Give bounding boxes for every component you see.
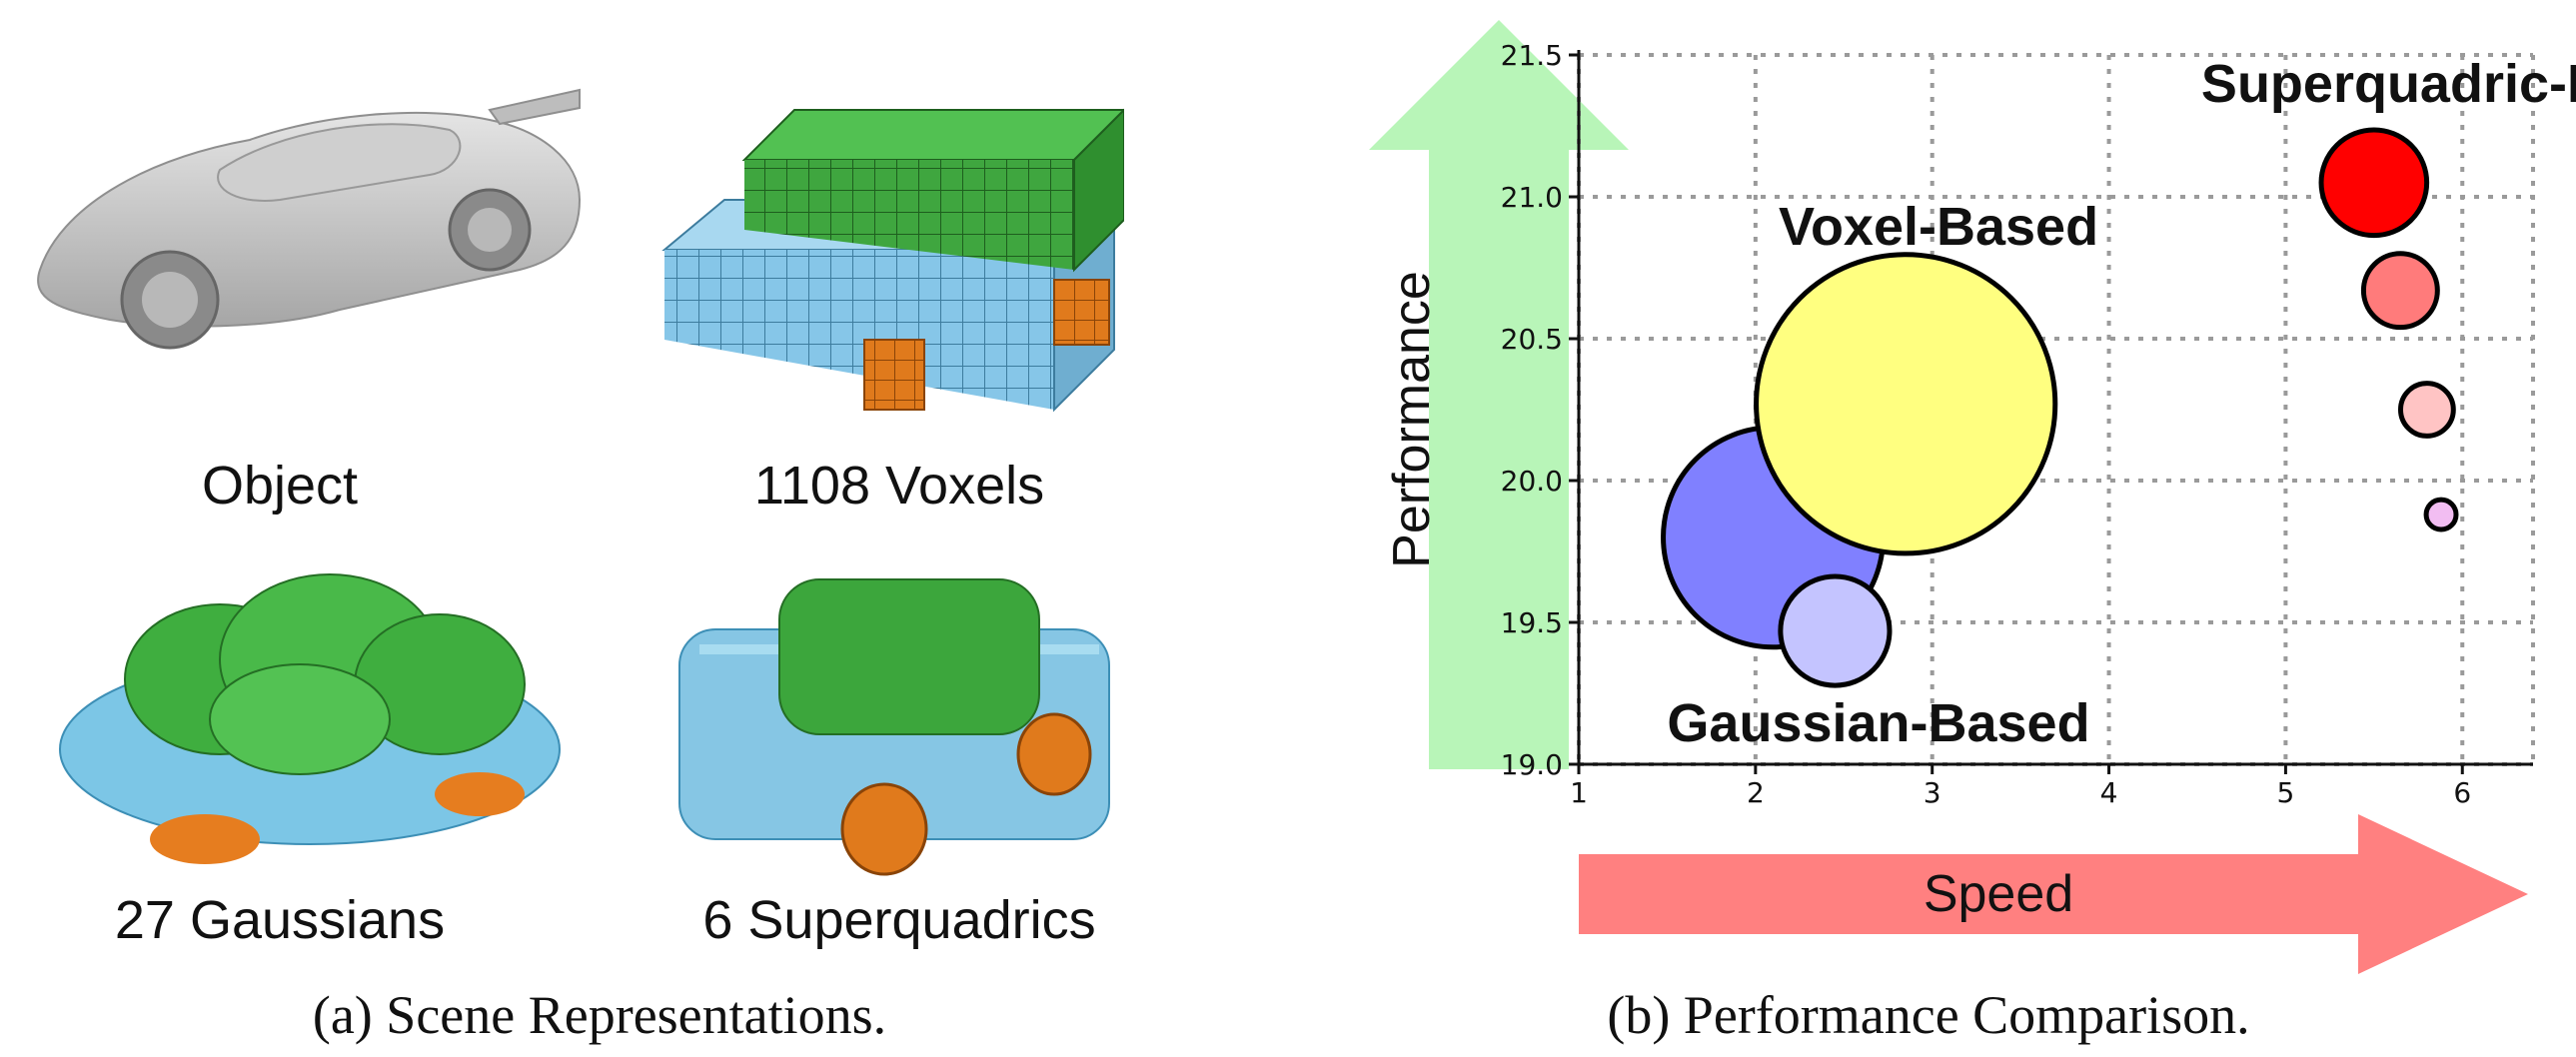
caption-a: (a) Scene Representations. <box>312 985 887 1045</box>
speed-arrow <box>1579 814 2528 974</box>
y-tick-label-21.5: 21.5 <box>1501 39 1563 72</box>
point-superquadric-based-1 <box>2360 251 2440 331</box>
performance-chart: Performance Speed 1 2 3 4 5 6 19.0 19.5 20.0 20.5… <box>1369 20 2576 974</box>
point-voxel-based-0 <box>1754 252 2058 556</box>
point-superquadric-based-0 <box>2318 127 2430 239</box>
x-tick-label-6: 6 <box>2453 776 2471 809</box>
superquadric-car-illustration <box>678 578 1110 876</box>
x-tick-label-5: 5 <box>2276 776 2294 809</box>
point-gaussian-based-1 <box>1778 573 1893 688</box>
performance-arrow <box>1369 20 1629 769</box>
point-superquadric-based-2 <box>2397 381 2456 439</box>
gaussians-label: 27 Gaussians <box>114 890 446 950</box>
group-label-superquadric-based: Superquadric-Based <box>2201 54 2576 114</box>
group-label-voxel-based: Voxel-Based <box>1779 197 2098 257</box>
car-object-illustration <box>37 88 582 350</box>
group-label-gaussian-based: Gaussian-Based <box>1667 693 2089 753</box>
x-tick-label-2: 2 <box>1747 776 1765 809</box>
y-tick-label-20.0: 20.0 <box>1501 465 1563 498</box>
performance-arrow-label: Performance <box>1383 271 1441 568</box>
superquadrics-label: 6 Superquadrics <box>702 890 1096 950</box>
point-superquadric-based-3 <box>2423 497 2459 532</box>
object-label: Object <box>201 456 359 516</box>
panel-scene-representations: Object 1108 Voxels <box>37 88 1124 1045</box>
y-tick-label-21.0: 21.0 <box>1501 181 1563 214</box>
y-tick-label-20.5: 20.5 <box>1501 323 1563 356</box>
y-tick-label-19.5: 19.5 <box>1501 606 1563 639</box>
speed-arrow-label: Speed <box>1924 865 2073 923</box>
x-tick-label-1: 1 <box>1570 776 1588 809</box>
x-tick-label-3: 3 <box>1924 776 1941 809</box>
voxels-label: 1108 Voxels <box>753 456 1045 516</box>
x-tick-label-4: 4 <box>2100 776 2118 809</box>
caption-b: (b) Performance Comparison. <box>1607 985 2250 1045</box>
voxel-car-illustration <box>661 108 1124 413</box>
panel-performance-comparison: Performance Speed 1 2 3 4 5 6 19.0 19.5 20.0 20.5… <box>1299 0 2576 1057</box>
gaussian-car-illustration <box>59 573 561 864</box>
y-tick-label-19.0: 19.0 <box>1501 748 1563 781</box>
